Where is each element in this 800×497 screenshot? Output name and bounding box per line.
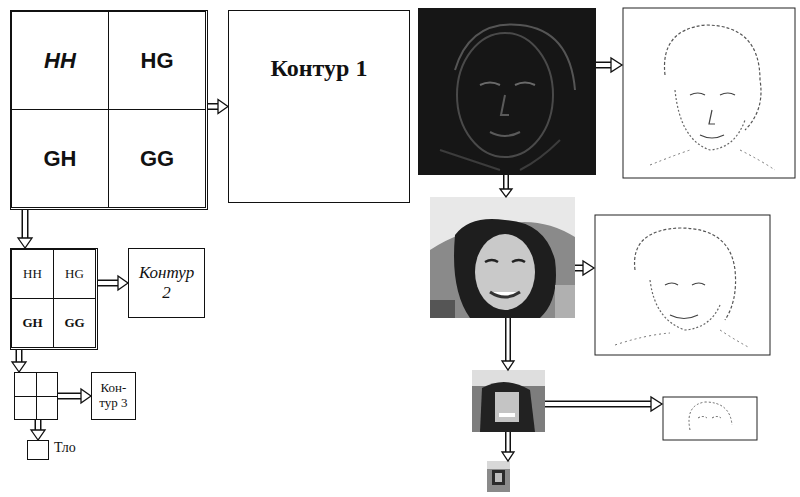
arrow-shaft-outer: [208, 103, 218, 110]
block-arrow: [58, 389, 91, 403]
arrow-heads: [12, 362, 26, 372]
arrow-shaft: [98, 283, 118, 284]
arrow-heads: [31, 430, 45, 440]
box-label: HH: [23, 267, 42, 282]
arrow-heads: [81, 389, 91, 403]
image-arrow: [500, 58, 662, 461]
arrow-shaft-outer: [35, 420, 42, 430]
background-box: Тло: [27, 440, 49, 460]
arrow-head: [12, 362, 26, 372]
portrait-image: [487, 461, 510, 492]
arrow-shaft: [38, 420, 39, 430]
box-label: HH: [44, 48, 76, 73]
arrow-shaft-outer: [58, 393, 81, 400]
arrow-heads: [218, 100, 228, 114]
box-label: Контур 2: [136, 263, 197, 302]
block-arrow: [98, 276, 128, 290]
contour-sketch: [595, 215, 770, 355]
contour-box: Кон-тур 3: [91, 372, 136, 420]
arrow-shaft-inner: [208, 105, 218, 109]
subband-cell: GH: [11, 109, 109, 208]
arrow-head: [218, 100, 228, 114]
contour-sketch: [623, 8, 795, 178]
box-label: Контур 1: [271, 55, 368, 83]
contour-box: Контур 2: [128, 248, 205, 318]
level-square: HH HG GH GG: [10, 248, 98, 350]
arrow-head: [118, 276, 128, 290]
contour-box: Контур 1: [228, 10, 410, 203]
level-square: [14, 372, 58, 420]
arrow-head: [31, 430, 45, 440]
level-square: HH HG GH GG: [10, 10, 208, 210]
arrow-head: [18, 238, 32, 248]
arrow-shaft-inner: [36, 420, 40, 430]
box-label: HG: [141, 48, 174, 73]
subband-cell: GH: [11, 298, 54, 348]
contour-sketch: [663, 397, 757, 440]
box-label: GG: [140, 146, 174, 171]
block-arrow: [208, 100, 228, 114]
subband-cell: HH: [11, 11, 109, 110]
detail-image: [418, 8, 596, 175]
arrow-shaft: [58, 396, 81, 397]
arrow-shaft-inner: [58, 394, 81, 398]
box-label: HG: [65, 267, 84, 282]
arrow-heads: [18, 238, 32, 248]
arrow-shaft-outer: [98, 280, 118, 287]
arrow-shaft-inner: [98, 281, 118, 285]
subband-cell: HG: [53, 249, 96, 299]
subband-cell: HH: [11, 249, 54, 299]
block-arrow: [31, 420, 45, 440]
subband-cell: HG: [108, 11, 206, 110]
arrow-heads: [118, 276, 128, 290]
outside-label: Тло: [54, 440, 76, 457]
box-label: Кон-тур 3: [95, 381, 132, 411]
portrait-image: [430, 197, 575, 318]
subband-cell: GG: [108, 109, 206, 208]
subband-cell: GG: [53, 298, 96, 348]
arrow-head: [81, 389, 91, 403]
arrow-shaft: [208, 106, 218, 107]
box-label: GG: [64, 316, 84, 331]
box-label: GH: [22, 316, 42, 331]
box-label: GH: [44, 146, 77, 171]
portrait-image: [472, 370, 545, 432]
quadrant-lines: [36, 373, 37, 419]
